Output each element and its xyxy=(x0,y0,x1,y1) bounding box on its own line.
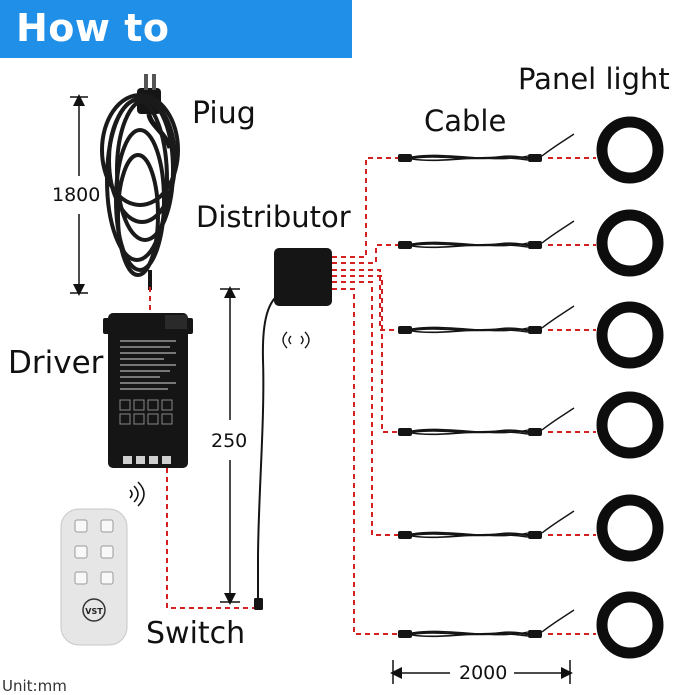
cable xyxy=(398,133,575,162)
svg-text:VST: VST xyxy=(85,607,103,616)
driver-switch-wire xyxy=(166,468,255,609)
cable xyxy=(398,407,575,436)
cable-dimension xyxy=(390,660,573,684)
distributor-wire xyxy=(332,281,398,536)
panel-light xyxy=(596,301,664,369)
cables-group xyxy=(398,133,596,638)
cable-length: 2000 xyxy=(459,662,508,684)
plug-cord-dimension xyxy=(70,94,88,296)
distributor-wire xyxy=(332,157,398,258)
distributor-wire xyxy=(332,275,398,433)
distributor-wire xyxy=(332,269,398,331)
switch-cord-dimension xyxy=(220,286,240,605)
plug-label: Piug xyxy=(192,96,256,131)
distributor-wire xyxy=(332,244,398,264)
distributor-label: Distributor xyxy=(196,200,351,234)
distributor-box xyxy=(254,248,332,610)
switch-label: Switch xyxy=(146,616,246,651)
distributor-wire xyxy=(332,288,398,635)
panel-light xyxy=(596,494,664,562)
unit-label: Unit:mm xyxy=(2,677,67,695)
page-title: How to connect xyxy=(16,6,189,94)
remote-control: VST xyxy=(60,481,145,646)
cable xyxy=(398,609,575,638)
cable xyxy=(398,510,575,539)
plug-cord-length: 1800 xyxy=(52,184,101,206)
panel-light xyxy=(596,591,664,659)
plug-cord-image xyxy=(100,74,180,290)
panel-light xyxy=(596,116,664,184)
panel-light-label: Panel light xyxy=(518,62,670,96)
cable xyxy=(398,220,575,249)
title-banner: How to connect xyxy=(0,0,352,94)
sensor-icon xyxy=(282,331,310,349)
driver-box xyxy=(103,287,193,468)
panel-light xyxy=(596,209,664,277)
panel-light xyxy=(596,391,664,459)
panel-lights-group xyxy=(596,116,664,659)
switch-cord-length: 250 xyxy=(211,430,248,452)
driver-label: Driver xyxy=(8,345,104,381)
signal-icon xyxy=(129,481,145,507)
cable-label: Cable xyxy=(424,104,507,138)
distributor-cable-wires xyxy=(332,157,398,635)
cable xyxy=(398,305,575,334)
